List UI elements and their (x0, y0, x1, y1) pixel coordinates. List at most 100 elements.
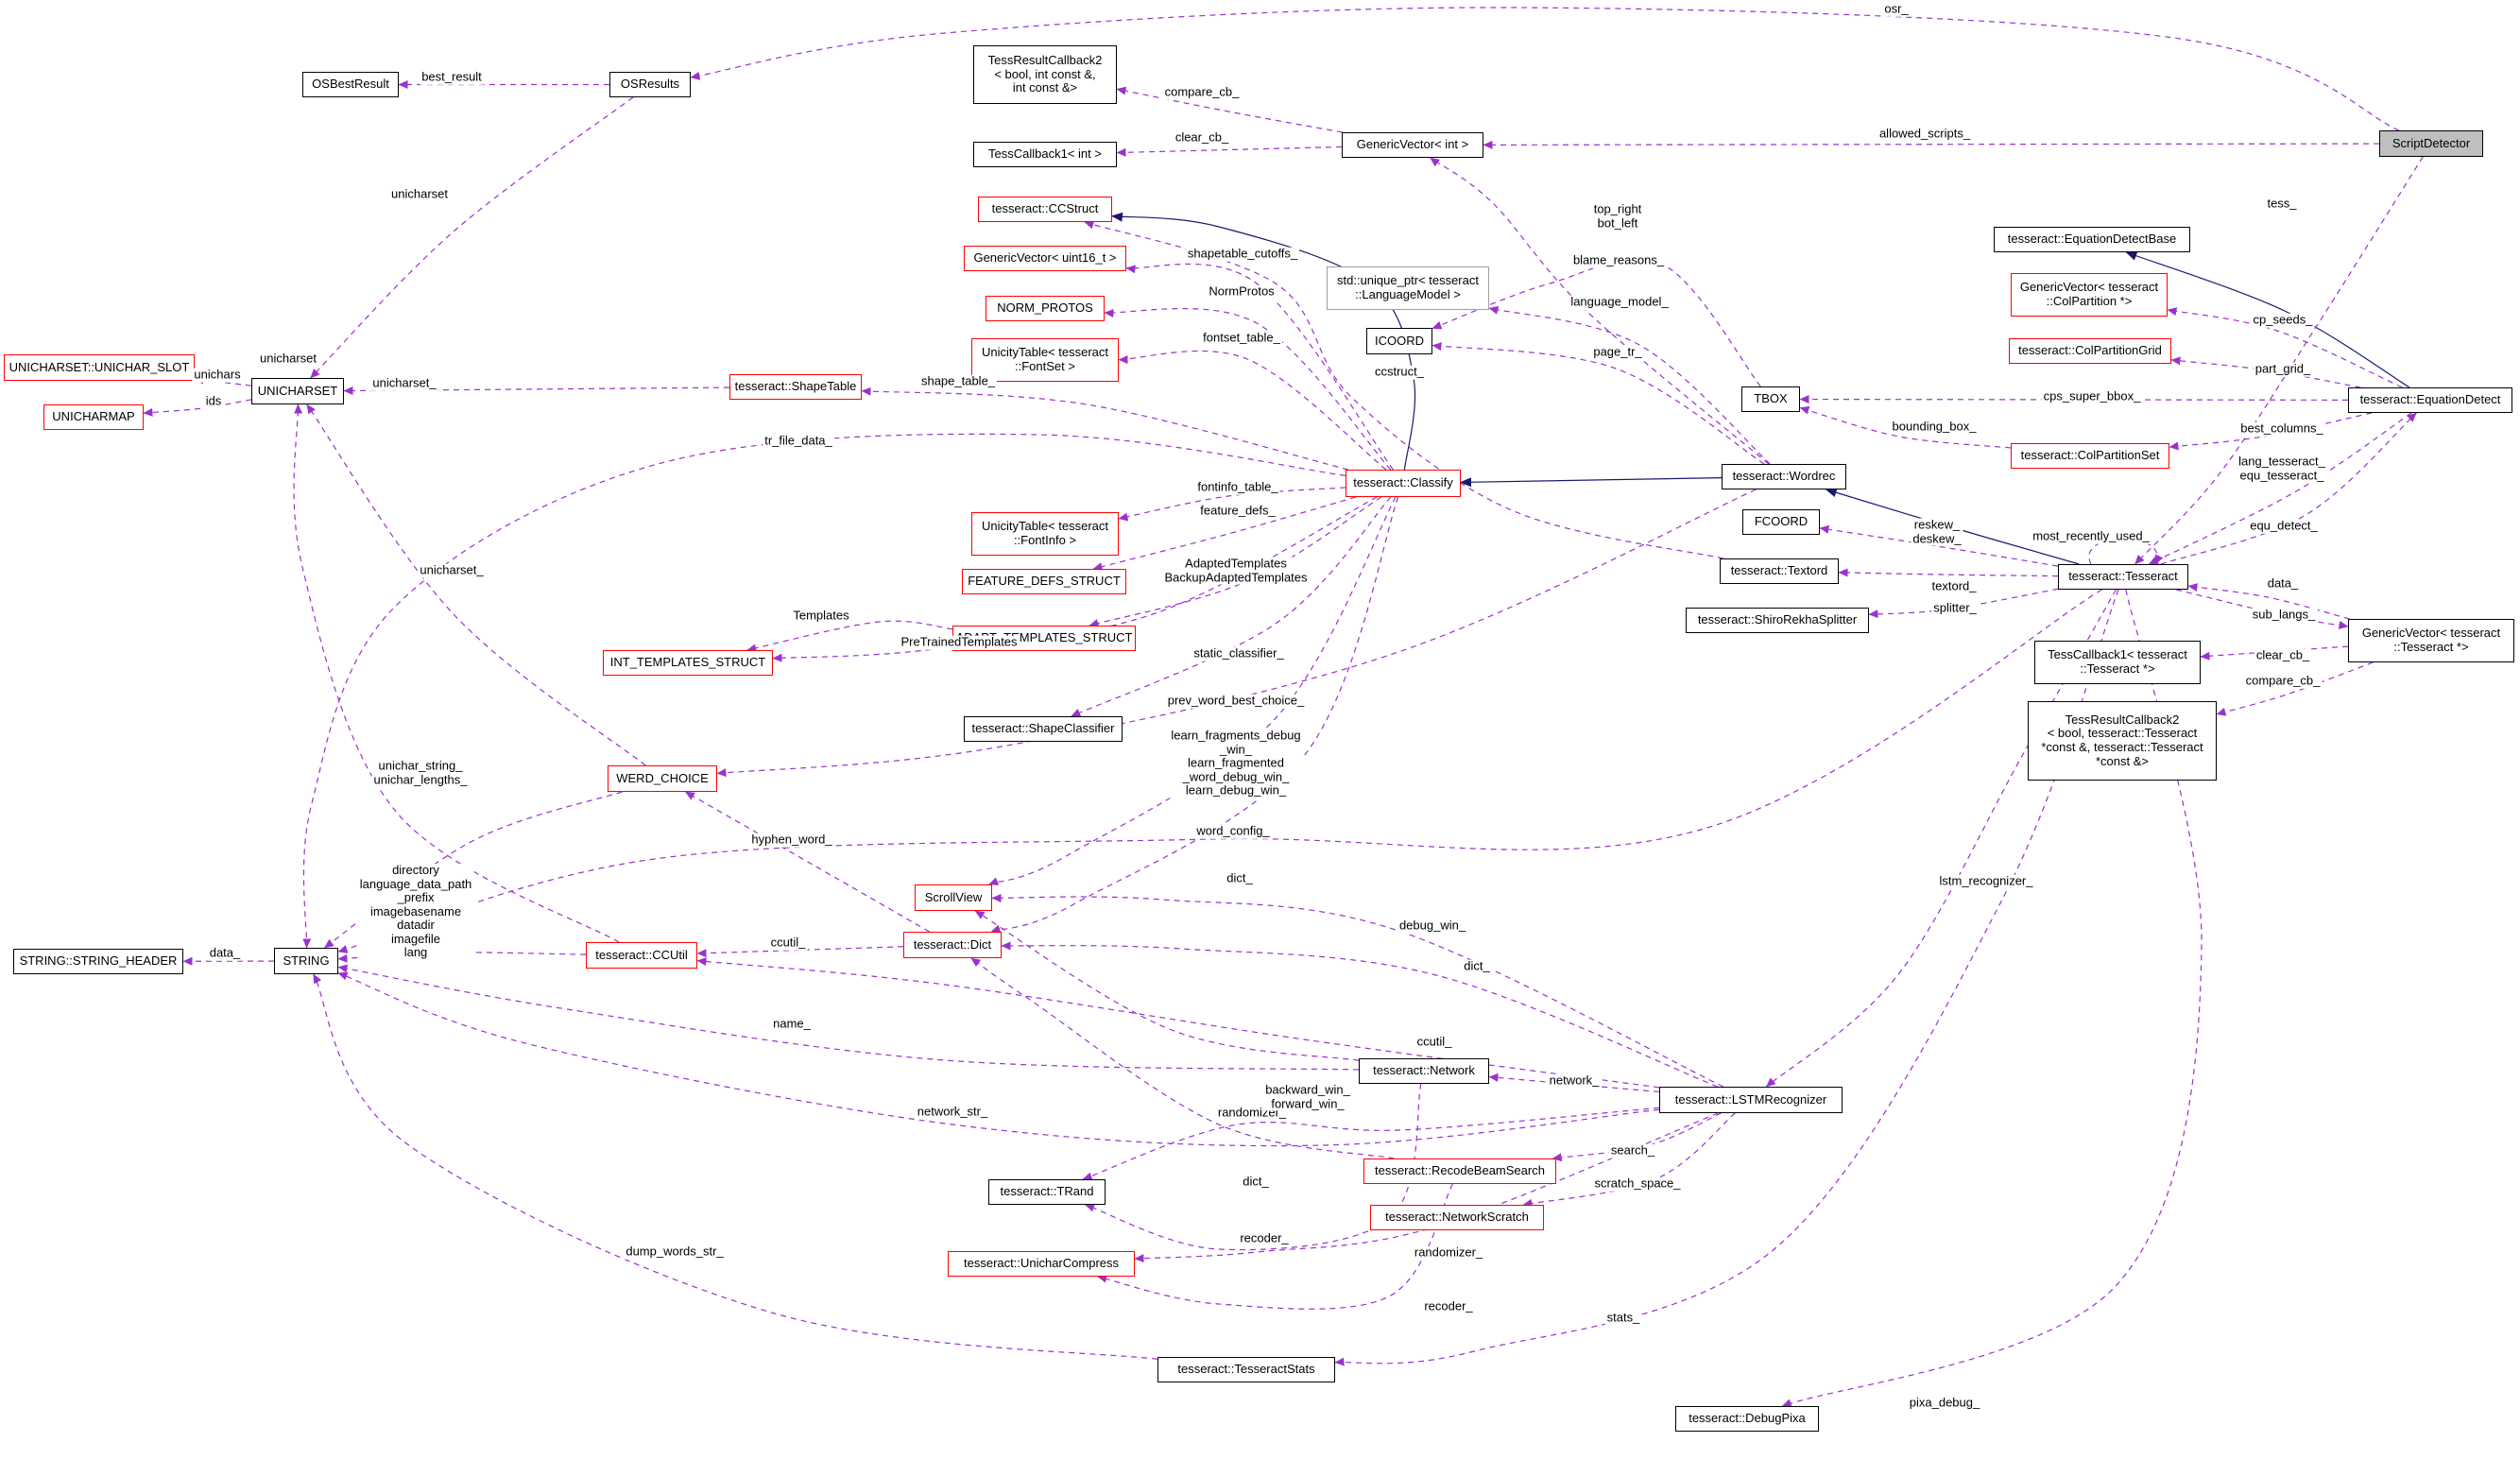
class-box-unichar_compress[interactable]: tesseract::UnicharCompress (948, 1251, 1135, 1277)
class-box-shape_table[interactable]: tesseract::ShapeTable (729, 374, 862, 400)
edge-colpart_set-to-tbox (1799, 405, 2012, 449)
edge-lstm-to-string (337, 971, 1660, 1147)
class-box-colpart_set[interactable]: tesseract::ColPartitionSet (2011, 443, 2169, 469)
edge-shape_table-to-unicharset (343, 386, 730, 396)
class-box-wordrec[interactable]: tesseract::Wordrec (1722, 464, 1846, 489)
class-box-cb2_int[interactable]: TessResultCallback2 < bool, int const &,… (973, 45, 1117, 104)
edge-tesseract_cls-to-lstm (1766, 589, 2117, 1088)
edge-classify-to-gv_uint16 (1125, 263, 1394, 471)
edge-gv_tess-to-tesseract_cls (2187, 583, 2350, 620)
edge-script_detector-to-tesseract_cls (2134, 156, 2424, 565)
edge-tesseract_cls-to-string (337, 589, 2102, 953)
edge-eq_detect-to-tesseract_cls (2148, 412, 2412, 565)
edge-unicharset-to-unichar_slot (194, 375, 252, 386)
class-box-recode_beam[interactable]: tesseract::RecodeBeamSearch (1363, 1159, 1556, 1184)
class-box-os_best_result[interactable]: OSBestResult (302, 72, 399, 97)
class-box-gv_uint16[interactable]: GenericVector< uint16_t > (964, 246, 1126, 271)
class-box-fcoord[interactable]: FCOORD (1742, 509, 1820, 535)
edge-wordrec-to-classify (1460, 477, 1723, 488)
edge-wordrec-to-lm_ptr (1488, 305, 1771, 465)
edge-dict-to-werd_choice (685, 791, 930, 933)
edge-lstm-to-unichar_compress (1134, 1112, 1719, 1263)
class-box-os_results[interactable]: OSResults (609, 72, 691, 97)
class-box-gv_colpart[interactable]: GenericVector< tesseract ::ColPartition … (2011, 273, 2168, 317)
edge-wordrec-to-gv_int (1430, 157, 1770, 465)
class-box-colpart_grid[interactable]: tesseract::ColPartitionGrid (2009, 338, 2171, 364)
class-box-eq_detect[interactable]: tesseract::EquationDetect (2348, 387, 2512, 413)
edge-recode_beam-to-dict (970, 957, 1395, 1159)
edge-tesseract_cls-to-shiro (1868, 588, 2059, 619)
class-box-lm_ptr[interactable]: std::unique_ptr< tesseract ::LanguageMod… (1327, 266, 1489, 310)
class-box-gv_int[interactable]: GenericVector< int > (1342, 132, 1483, 158)
class-box-shiro[interactable]: tesseract::ShiroRekhaSplitter (1686, 608, 1869, 633)
class-box-gv_tess[interactable]: GenericVector< tesseract ::Tesseract *> (2348, 619, 2514, 662)
edge-eq_detect-to-colpart_grid (2170, 356, 2361, 388)
class-box-cb1_tess[interactable]: TessCallback1< tesseract ::Tesseract *> (2034, 641, 2201, 684)
edge-tesseract_cls-to-textord (1838, 568, 2059, 577)
class-box-cb2_tess[interactable]: TessResultCallback2 < bool, tesseract::T… (2028, 701, 2217, 781)
edge-adapt_templates-to-int_templates (746, 620, 953, 653)
class-box-tbox[interactable]: TBOX (1741, 386, 1800, 412)
edge-lstm-to-scrollview (991, 893, 1724, 1088)
edge-eq_detect-to-eq_base (2125, 251, 2410, 388)
class-box-ut_fontset[interactable]: UnicityTable< tesseract ::FontSet > (971, 338, 1119, 382)
class-box-unichar_slot[interactable]: UNICHARSET::UNICHAR_SLOT (4, 354, 195, 381)
edge-dict-to-ccutil (696, 946, 904, 958)
class-box-feature_defs[interactable]: FEATURE_DEFS_STRUCT (962, 569, 1126, 594)
edge-gv_tess-to-cb1_tess (2200, 645, 2349, 661)
class-box-network[interactable]: tesseract::Network (1359, 1058, 1489, 1084)
class-box-unicharset[interactable]: UNICHARSET (251, 378, 344, 404)
class-box-dict[interactable]: tesseract::Dict (903, 932, 1002, 958)
class-box-string_header[interactable]: STRING::STRING_HEADER (13, 949, 183, 974)
edge-recode_beam-to-unichar_compress (1097, 1183, 1453, 1310)
class-box-tesseract_cls[interactable]: tesseract::Tesseract (2058, 564, 2188, 590)
class-box-script_detector[interactable]: ScriptDetector (2379, 130, 2483, 157)
class-box-unicharmap[interactable]: UNICHARMAP (43, 404, 144, 430)
edge-tesseract_cls-to-tess_stats (1334, 589, 2119, 1366)
class-box-ccutil[interactable]: tesseract::CCUtil (586, 942, 697, 969)
edge-classify-to-feature_defs (1092, 496, 1357, 571)
edge-gv_tess-to-cb2_tess (2216, 661, 2374, 716)
edge-werd_choice-to-unicharset (306, 403, 646, 766)
class-box-int_templates[interactable]: INT_TEMPLATES_STRUCT (603, 650, 773, 676)
edge-tesseract_cls-to-wordrec (1825, 488, 2080, 565)
class-box-adapt_templates[interactable]: ADAPT_TEMPLATES_STRUCT (952, 626, 1136, 651)
class-box-debug_pixa[interactable]: tesseract::DebugPixa (1675, 1406, 1819, 1432)
edge-eq_detect-to-colpart_set (2169, 412, 2373, 451)
class-box-textord[interactable]: tesseract::Textord (1720, 558, 1839, 584)
edge-tess_stats-to-string (313, 973, 1158, 1360)
class-box-icoord[interactable]: ICOORD (1366, 328, 1432, 354)
class-box-string[interactable]: STRING (274, 948, 338, 974)
edge-tesseract_cls-to-tesseract_cls (2088, 538, 2164, 565)
edge-network-to-trand (1085, 1083, 1422, 1251)
class-box-classify[interactable]: tesseract::Classify (1346, 470, 1461, 497)
edge-eq_detect-to-tbox (1799, 395, 2349, 404)
edge-tesseract_cls-to-fcoord (1819, 524, 2059, 567)
class-box-shape_classifier[interactable]: tesseract::ShapeClassifier (964, 716, 1123, 742)
edge-eq_detect-to-gv_colpart (2167, 307, 2403, 388)
edge-classify-to-shape_table (861, 386, 1348, 471)
class-box-scrollview[interactable]: ScrollView (915, 884, 992, 911)
edge-ccutil-to-unicharset (293, 403, 620, 943)
edge-script_detector-to-os_results (690, 7, 2400, 131)
class-box-cb1_int[interactable]: TessCallback1< int > (973, 142, 1117, 167)
class-box-eq_base[interactable]: tesseract::EquationDetectBase (1994, 227, 2190, 252)
class-box-ut_fontinfo[interactable]: UnicityTable< tesseract ::FontInfo > (971, 512, 1119, 556)
edge-lstm-to-ccutil (696, 957, 1660, 1089)
edge-ccutil-to-string (337, 952, 587, 963)
class-box-werd_choice[interactable]: WERD_CHOICE (608, 765, 717, 792)
edge-wordrec-to-icoord (1431, 342, 1765, 465)
class-box-trand[interactable]: tesseract::TRand (988, 1179, 1106, 1205)
edge-tesseract_cls-to-gv_tess (2176, 589, 2349, 629)
class-box-norm_protos[interactable]: NORM_PROTOS (986, 296, 1105, 321)
class-box-ccstruct[interactable]: tesseract::CCStruct (978, 197, 1112, 222)
edge-tbox-to-icoord (1431, 258, 1761, 387)
edge-tesseract_cls-to-eq_detect (2160, 412, 2417, 565)
edge-network-to-scrollview (974, 910, 1360, 1061)
edge-classify-to-ut_fontset (1118, 350, 1387, 471)
class-box-tess_stats[interactable]: tesseract::TesseractStats (1157, 1357, 1335, 1382)
class-box-net_scratch[interactable]: tesseract::NetworkScratch (1370, 1205, 1544, 1230)
class-box-lstm[interactable]: tesseract::LSTMRecognizer (1659, 1087, 1843, 1113)
edge-gv_int-to-cb1_int (1116, 146, 1343, 157)
